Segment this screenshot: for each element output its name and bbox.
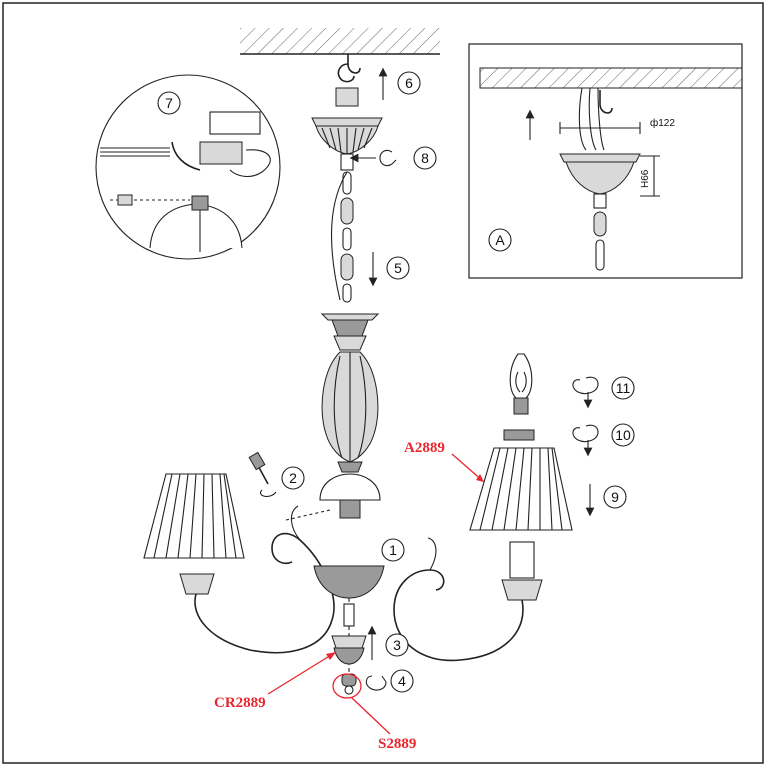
step-9: 9 — [603, 485, 627, 509]
arm-holder-bowl — [313, 565, 385, 599]
step-9-number: 9 — [611, 489, 619, 505]
left-lamp-shade — [143, 473, 245, 559]
screwdriver — [248, 451, 331, 521]
step-10: 10 — [611, 423, 635, 447]
step-10-number: 10 — [615, 427, 631, 443]
step-4-number: 4 — [398, 673, 406, 689]
leader-cr2889 — [267, 651, 337, 695]
diameter-label: ф122 — [650, 117, 675, 129]
ceiling — [240, 28, 440, 55]
chain — [330, 171, 354, 303]
right-lamp-shade — [469, 447, 573, 531]
step-7-number: 7 — [165, 95, 173, 111]
bottom-cup — [331, 635, 367, 665]
inset-7-wiring: 7 — [95, 74, 281, 260]
step-2: 2 — [281, 466, 305, 490]
step-8-number: 8 — [421, 150, 429, 166]
label-s2889: S2889 — [378, 736, 416, 752]
step-11: 11 — [611, 376, 635, 400]
inset-a-mounting: ф122 H66 A — [468, 43, 743, 279]
step-8: 8 — [413, 146, 437, 170]
canopy — [311, 87, 383, 171]
candle-bulb — [509, 353, 533, 415]
label-a2889: A2889 — [404, 440, 445, 456]
step-1: 1 — [381, 538, 405, 562]
bottom-rod — [343, 598, 355, 680]
socket-ring — [503, 429, 535, 441]
step-2-number: 2 — [289, 470, 297, 486]
rotate-arrow-4 — [365, 675, 387, 691]
step-1-number: 1 — [389, 542, 397, 558]
step-11-number: 11 — [616, 380, 631, 396]
leader-s2889 — [351, 697, 391, 735]
right-arm — [393, 537, 543, 662]
step-6-number: 6 — [405, 75, 413, 91]
height-label: H66 — [640, 169, 651, 188]
ceiling-hook — [337, 54, 361, 83]
inset-a-label: A — [495, 232, 505, 248]
left-arm — [179, 505, 335, 654]
bottom-finial — [341, 673, 357, 695]
step-3-number: 3 — [393, 637, 401, 653]
finial-highlight — [332, 673, 362, 699]
step-5-number: 5 — [394, 260, 402, 276]
rotate-arrow-8 — [349, 149, 397, 167]
step-5: 5 — [386, 256, 410, 280]
rotate-arrow-10 — [572, 424, 599, 457]
step-4: 4 — [390, 669, 414, 693]
central-column — [319, 313, 381, 519]
step-6: 6 — [397, 71, 421, 95]
label-cr2889: CR2889 — [214, 695, 266, 711]
rotate-arrow-11 — [572, 376, 599, 409]
step-3: 3 — [385, 633, 409, 657]
